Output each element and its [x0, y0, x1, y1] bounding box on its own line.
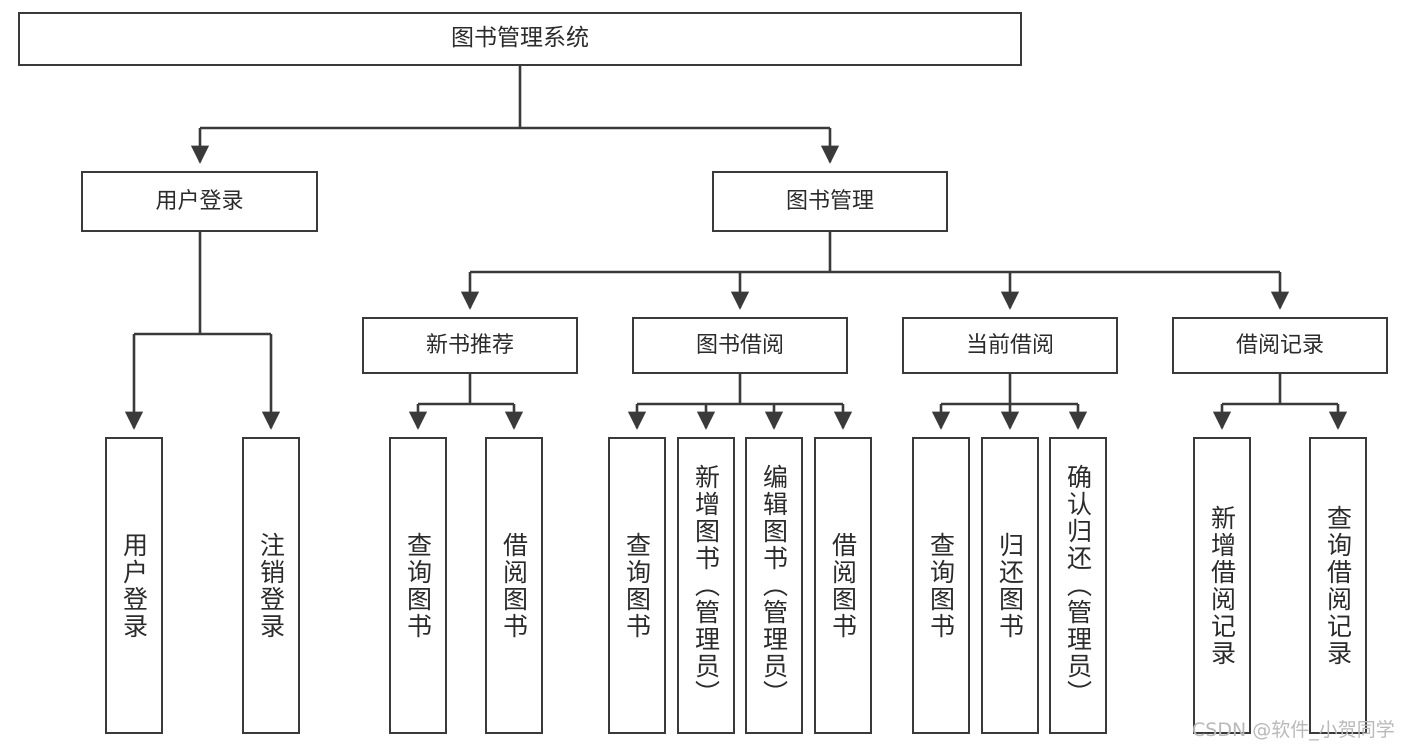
node-book-management-label: 图书管理 [785, 188, 874, 214]
node-leaf-add-borrow-record-label: 新增借阅记录 [1207, 504, 1237, 667]
node-root-system[interactable]: 图书管理系统 [18, 12, 1022, 66]
csdn-watermark: CSDN @软件_小贺同学 [1192, 719, 1395, 741]
node-user-login-label: 用户登录 [155, 188, 244, 214]
node-borrow-record[interactable]: 借阅记录 [1172, 317, 1388, 374]
node-leaf-edit-book-admin[interactable]: 编辑图书（管理员） [745, 437, 803, 734]
node-user-login[interactable]: 用户登录 [81, 171, 318, 232]
node-leaf-add-borrow-record[interactable]: 新增借阅记录 [1193, 437, 1251, 734]
node-leaf-query-book-cb-label: 查询图书 [926, 531, 956, 640]
node-leaf-borrow-book-bb[interactable]: 借阅图书 [814, 437, 872, 734]
node-current-borrow[interactable]: 当前借阅 [902, 317, 1118, 374]
node-root-system-label: 图书管理系统 [451, 25, 589, 52]
node-leaf-return-book[interactable]: 归还图书 [981, 437, 1039, 734]
node-leaf-add-book-admin-label: 新增图书（管理员） [691, 464, 721, 707]
node-leaf-query-book-nbr-label: 查询图书 [403, 531, 433, 640]
node-leaf-borrow-book-bb-label: 借阅图书 [828, 531, 858, 640]
node-current-borrow-label: 当前借阅 [965, 332, 1054, 358]
node-leaf-query-book-nbr[interactable]: 查询图书 [389, 437, 447, 734]
node-leaf-return-book-label: 归还图书 [995, 531, 1025, 640]
node-new-book-recommend-label: 新书推荐 [425, 332, 514, 358]
node-borrow-record-label: 借阅记录 [1235, 332, 1324, 358]
node-leaf-query-borrow-record[interactable]: 查询借阅记录 [1309, 437, 1367, 734]
node-leaf-edit-book-admin-label: 编辑图书（管理员） [759, 464, 789, 707]
node-new-book-recommend[interactable]: 新书推荐 [362, 317, 578, 374]
node-leaf-logout[interactable]: 注销登录 [242, 437, 300, 734]
node-leaf-add-book-admin[interactable]: 新增图书（管理员） [677, 437, 735, 734]
node-leaf-logout-label: 注销登录 [256, 531, 286, 640]
node-leaf-user-login-label: 用户登录 [119, 531, 149, 640]
node-leaf-query-book-bb-label: 查询图书 [622, 531, 652, 640]
node-book-borrow-label: 图书借阅 [695, 332, 784, 358]
node-book-borrow[interactable]: 图书借阅 [632, 317, 848, 374]
node-leaf-borrow-book-nbr-label: 借阅图书 [499, 531, 529, 640]
node-leaf-confirm-return-admin-label: 确认归还（管理员） [1063, 464, 1093, 707]
node-leaf-user-login[interactable]: 用户登录 [105, 437, 163, 734]
node-leaf-query-book-bb[interactable]: 查询图书 [608, 437, 666, 734]
node-leaf-query-book-cb[interactable]: 查询图书 [912, 437, 970, 734]
node-leaf-borrow-book-nbr[interactable]: 借阅图书 [485, 437, 543, 734]
node-book-management[interactable]: 图书管理 [712, 171, 948, 232]
node-leaf-confirm-return-admin[interactable]: 确认归还（管理员） [1049, 437, 1107, 734]
node-leaf-query-borrow-record-label: 查询借阅记录 [1323, 504, 1353, 667]
